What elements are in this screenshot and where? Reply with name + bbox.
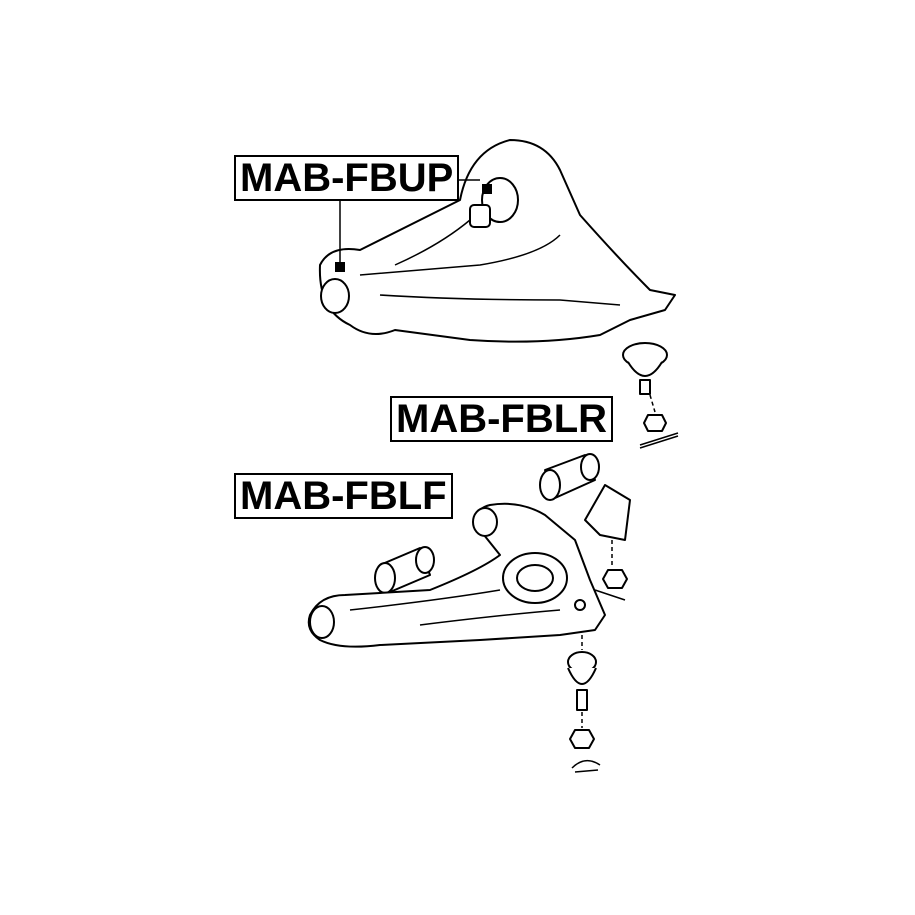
part-label-upper-bushing: MAB-FBUP <box>234 155 460 201</box>
bracket <box>584 484 631 589</box>
part-label-lower-front-bushing: MAB-FBLF <box>234 473 453 519</box>
lower-ball-joint <box>567 635 601 773</box>
lower-rear-bushing <box>539 453 600 501</box>
lower-front-bushing <box>374 546 435 594</box>
upper-ball-joint <box>622 342 679 449</box>
part-label-lower-rear-bushing: MAB-FBLR <box>390 396 614 442</box>
lower-control-arm <box>307 502 626 648</box>
